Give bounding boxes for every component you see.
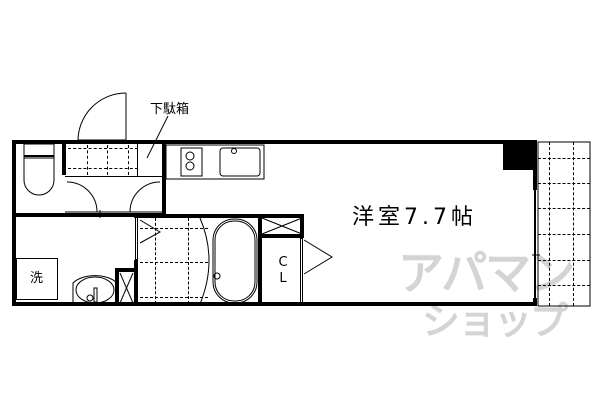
washer-label: 洗 [30,271,44,286]
wall-top [12,140,537,144]
washer-space [16,258,58,300]
watermark-line-1: アパマン [398,246,575,300]
shoe-box [137,143,163,177]
wall-left [12,140,16,306]
shoe-box-label: 下駄箱 [150,102,190,117]
wall-right [533,140,537,190]
pillar [503,140,533,170]
wall-bottom [12,302,537,306]
watermark-line-2: ショップ [422,299,568,343]
main-room-label: 洋室7.7帖 [352,205,477,230]
